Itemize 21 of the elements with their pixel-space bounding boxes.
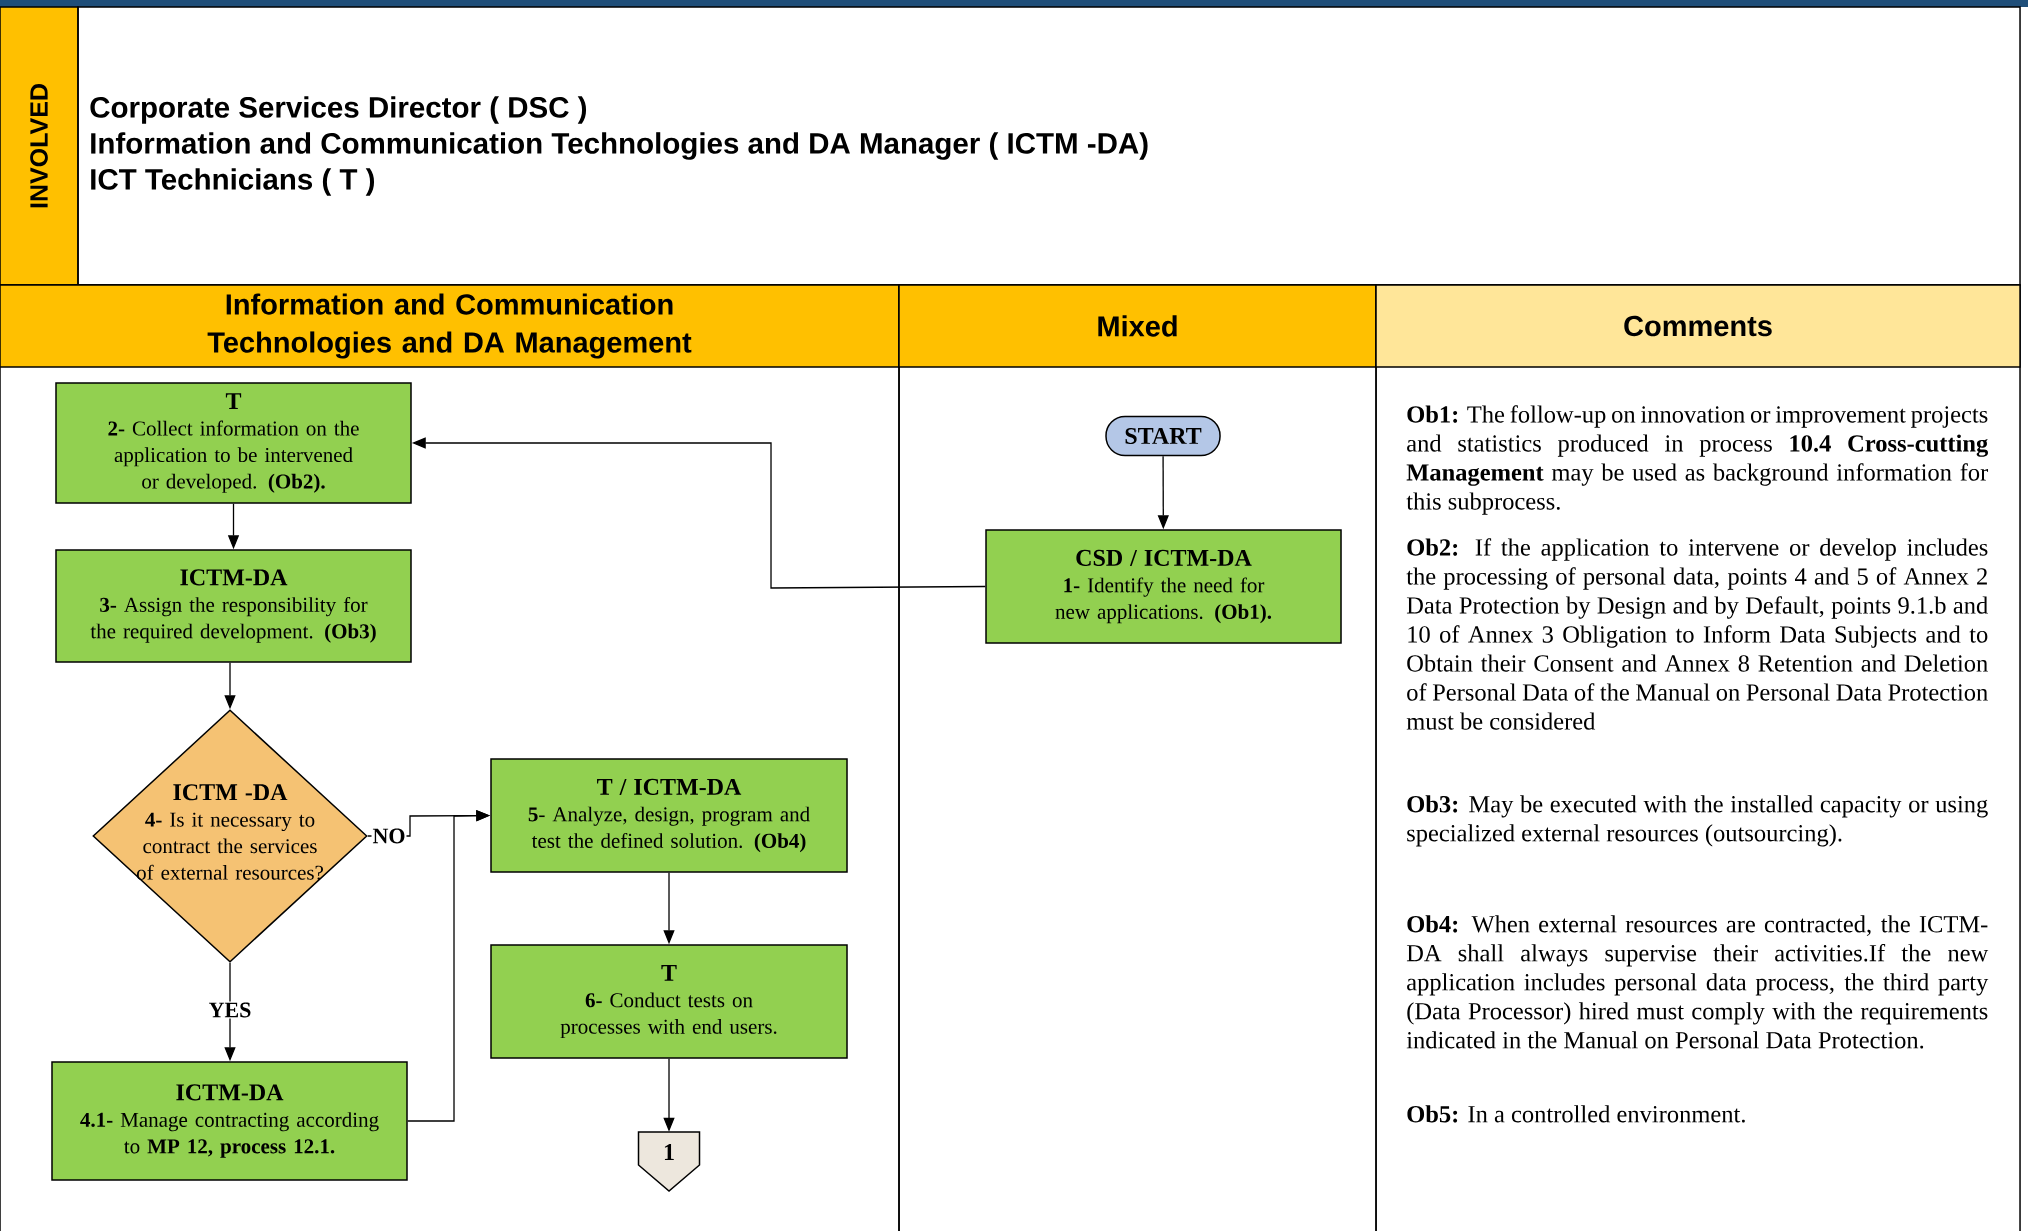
edge-label: NO xyxy=(371,827,407,845)
process-box: ICTM-DA 4.1- Manage contracting according to MP 12, process 12.1. xyxy=(51,1061,408,1181)
process-box: T 2- Collect information on the application to be intervened or developed. (Ob2). xyxy=(55,382,412,504)
process-box: CSD / ICTM-DA 1- Identify the need for new applications. (Ob1). xyxy=(985,529,1342,644)
comment-text: Ob4: When external resources are contracted, the ICTM-DA shall always supervise their activities.If the new application includes personal data process, the third party (Data Processor) hired must comply with the requirements indicated in the Manual on Personal Data Protection. xyxy=(1406,915,1989,1049)
comment-text: Ob3: May be executed with the installed capacity or using specialized external resources (outsourcing). xyxy=(1407,795,1988,847)
lane-header: Comments xyxy=(1375,284,2021,368)
process-box: ICTM-DA 3- Assign the responsibility for the required development. (Ob3) xyxy=(55,549,412,663)
start-terminal: START xyxy=(1105,415,1221,457)
swimlane xyxy=(1375,284,2021,1231)
process-box: T / ICTM-DA 5- Analyze, design, program and test the defined solution. (Ob4) xyxy=(490,758,848,873)
comment-text: Ob1: The follow-up on innovation or improvement projects and statistics produced in process 10.4 Cross-cutting Management may be used as background information for this subprocess. xyxy=(1406,405,1988,515)
side-label: INVOLVED xyxy=(0,6,79,286)
comment-text: Ob5: In a controlled environment. xyxy=(1407,1105,1745,1123)
lane-header: Mixed xyxy=(898,284,1377,368)
process-box: T 6- Conduct tests on processes with end users. xyxy=(490,944,848,1059)
edge-label: YES xyxy=(207,1001,253,1019)
off-page-connector: 1 xyxy=(637,1131,701,1192)
comment-text: Ob2: If the application to intervene or develop includes the processing of personal data, points 4 and 5 of Annex 2 Data Protection by Design and by Default, points 9.1.b and 10 of Annex 3 Obligation to Inform Data Subjects and to Obtain their Consent and Annex 8 Retention and Deletion of Personal Data of the Manual on Personal Data Protection must be considered xyxy=(1406,538,1988,730)
swimlane xyxy=(898,284,1377,1231)
swimlane xyxy=(0,284,900,1231)
